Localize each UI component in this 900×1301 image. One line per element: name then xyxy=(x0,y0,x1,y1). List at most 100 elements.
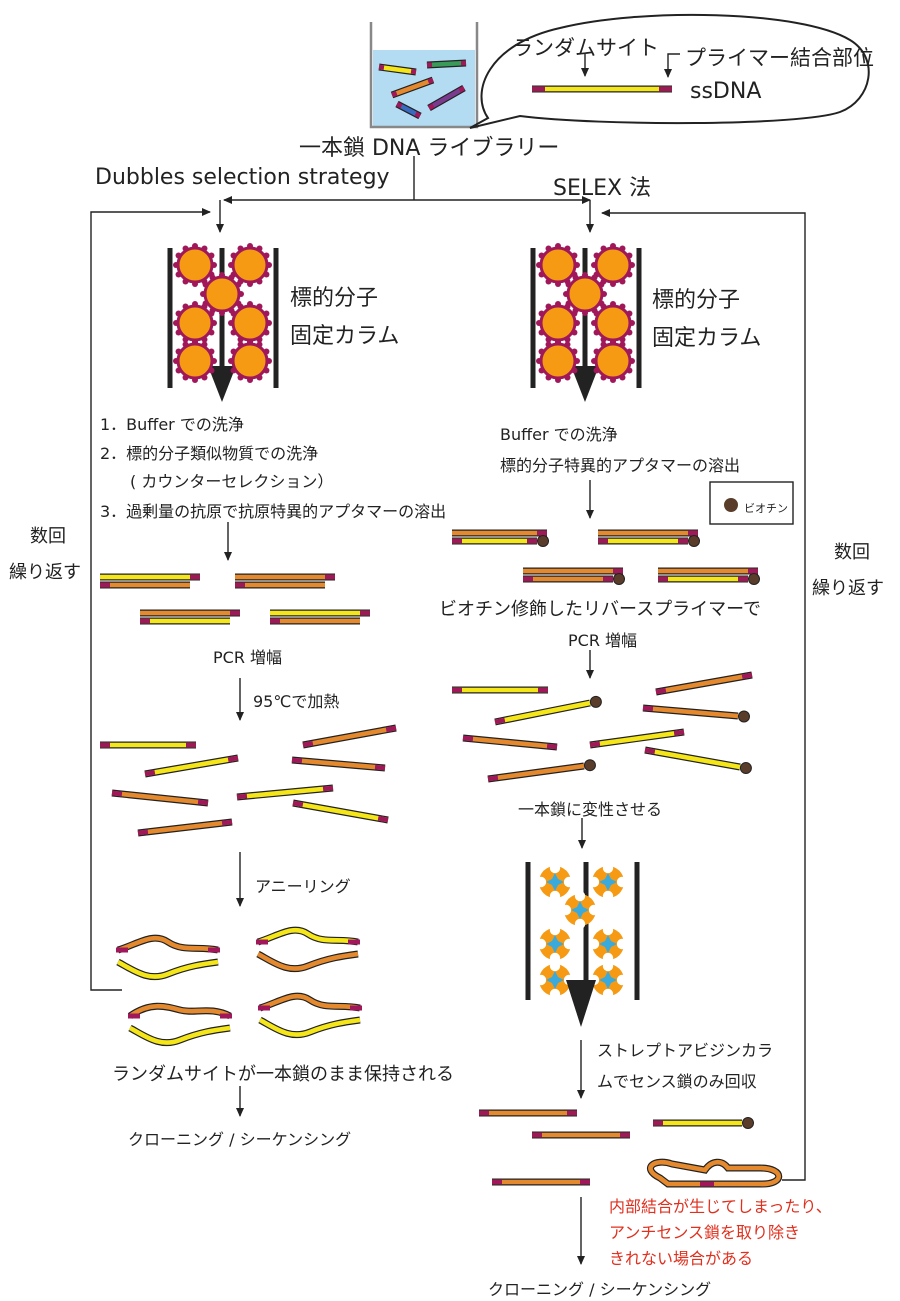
left-ss-strand xyxy=(236,784,334,801)
right-elute-label: 標的分子特異的アプタマーの溶出 xyxy=(500,456,741,475)
left-annealed-duplex xyxy=(116,934,220,981)
left-wash-3: 3．過剰量の抗原で抗原特異的アプタマーの溶出 xyxy=(100,502,447,521)
right-note-1: 内部結合が生じてしまったり、 xyxy=(609,1197,832,1216)
left-column-label-2: 固定カラム xyxy=(290,324,400,349)
left-repeat-label-1: 数回 xyxy=(30,526,66,547)
target-molecule xyxy=(228,301,272,345)
left-heat-label: 95℃で加熱 xyxy=(253,692,340,711)
streptavidin-column xyxy=(525,862,640,1000)
left-ss-strand xyxy=(292,799,389,824)
duplex-bottom-strand xyxy=(658,573,760,585)
right-biotin-pcr-label-2: PCR 増幅 xyxy=(568,631,638,650)
column-flow-arrow xyxy=(208,366,236,402)
right-note-2: アンチセンス鎖を取り除き xyxy=(609,1223,801,1242)
left-annealed-duplex xyxy=(127,1002,232,1047)
target-molecule xyxy=(591,301,635,345)
right-repeat-loop xyxy=(601,209,806,1181)
beaker-strand xyxy=(390,76,435,99)
biotin-legend-dot xyxy=(724,498,738,512)
random-site-label: ランダムサイト xyxy=(512,36,659,60)
right-note-3: きれない場合がある xyxy=(609,1249,754,1268)
left-ss-strand xyxy=(144,754,239,778)
beaker-strand xyxy=(426,59,467,69)
biotin-dot xyxy=(613,573,625,585)
biotin-dot xyxy=(583,759,596,772)
right-strep-label-1: ストレプトアビジンカラ xyxy=(597,1041,774,1060)
target-molecule xyxy=(591,243,635,287)
right-ss-strand xyxy=(462,734,558,751)
beaker-strand xyxy=(395,100,422,120)
right-strep-label-2: ムでセンス鎖のみ回収 xyxy=(597,1072,757,1091)
target-molecule xyxy=(536,301,580,345)
duplex-bottom-strand xyxy=(523,573,625,585)
beaker-strand xyxy=(427,84,466,112)
ssdna-label: ssDNA xyxy=(690,79,762,104)
right-column-label-1: 標的分子 xyxy=(652,288,741,313)
left-ss-strand xyxy=(137,818,233,837)
target-molecule xyxy=(536,339,580,383)
biotin-dot xyxy=(748,573,760,585)
folded-strand xyxy=(648,1159,781,1187)
right-ss-strand xyxy=(655,671,753,696)
right-ss-strand xyxy=(642,704,750,723)
primer-site-pointer xyxy=(664,53,680,78)
streptavidin-molecule xyxy=(535,960,575,1000)
target-molecule xyxy=(228,243,272,287)
biotin-dot xyxy=(688,535,700,547)
left-annealed-duplex xyxy=(256,926,360,973)
streptavidin-molecule xyxy=(535,862,575,902)
right-clone-label: クローニング / シーケンシング xyxy=(488,1280,712,1299)
right-target-column xyxy=(530,248,642,402)
biotin-legend-label: ビオチン xyxy=(744,502,788,515)
right-repeat-label-1: 数回 xyxy=(834,542,870,563)
right-ss-strand xyxy=(494,695,602,726)
left-target-column xyxy=(167,248,279,402)
left-anneal-label: アニーリング xyxy=(255,877,351,896)
target-molecule xyxy=(173,339,217,383)
right-wash-label: Buffer での洗浄 xyxy=(500,425,618,444)
left-ss-strand xyxy=(302,724,397,749)
selex-heading: SELEX 法 xyxy=(553,176,652,201)
biotin-dot xyxy=(537,535,549,547)
right-column-label-2: 固定カラム xyxy=(652,326,762,351)
left-repeat-label-2: 繰り返す xyxy=(9,562,81,583)
biotin-dot xyxy=(742,1117,754,1129)
dubbles-heading: Dubbles selection strategy xyxy=(95,165,390,190)
left-column-label-1: 標的分子 xyxy=(290,286,379,311)
left-ss-strand xyxy=(291,756,386,772)
biotin-dot xyxy=(589,695,602,708)
left-wash-2b: ( カウンターセレクション） xyxy=(130,472,334,491)
streptavidin-molecule xyxy=(588,862,628,902)
left-kept-label: ランダムサイトが一本鎖のまま保持される xyxy=(112,1064,454,1085)
target-molecule xyxy=(228,339,272,383)
left-ss-strand xyxy=(111,789,209,807)
right-ss-strand xyxy=(589,728,685,749)
right-ss-strand xyxy=(487,759,596,783)
streptavidin-molecule xyxy=(560,890,600,930)
duplex-bottom-strand xyxy=(452,535,549,547)
diagram-graphics xyxy=(90,13,870,1265)
target-molecule xyxy=(563,272,607,316)
target-molecule xyxy=(591,339,635,383)
left-wash-1: 1．Buffer での洗浄 xyxy=(100,415,244,434)
library-beaker xyxy=(369,22,479,129)
right-biotin-pcr-label-1: ビオチン修飾したリバースプライマーで xyxy=(439,599,762,620)
left-annealed-duplex xyxy=(258,992,362,1039)
left-clone-label: クローニング / シーケンシング xyxy=(128,1130,352,1149)
column-flow-arrow xyxy=(571,366,599,402)
library-title: 一本鎖 DNA ライブラリー xyxy=(299,136,560,161)
beaker-strand xyxy=(378,63,417,76)
target-molecule xyxy=(200,272,244,316)
biotin-dot xyxy=(739,762,752,775)
right-ss-strand xyxy=(644,746,752,775)
left-wash-2: 2．標的分子類似物質での洗浄 xyxy=(100,444,319,463)
streptavidin-molecule xyxy=(588,924,628,964)
left-pcr-label: PCR 増幅 xyxy=(213,648,283,667)
duplex-bottom-strand xyxy=(598,535,700,547)
primer-site-label: プライマー結合部位 xyxy=(685,46,874,70)
strep-flow-arrow xyxy=(566,980,596,1027)
streptavidin-molecule xyxy=(535,924,575,964)
biotin-dot xyxy=(737,710,750,723)
biotin-legend-box xyxy=(709,481,794,525)
